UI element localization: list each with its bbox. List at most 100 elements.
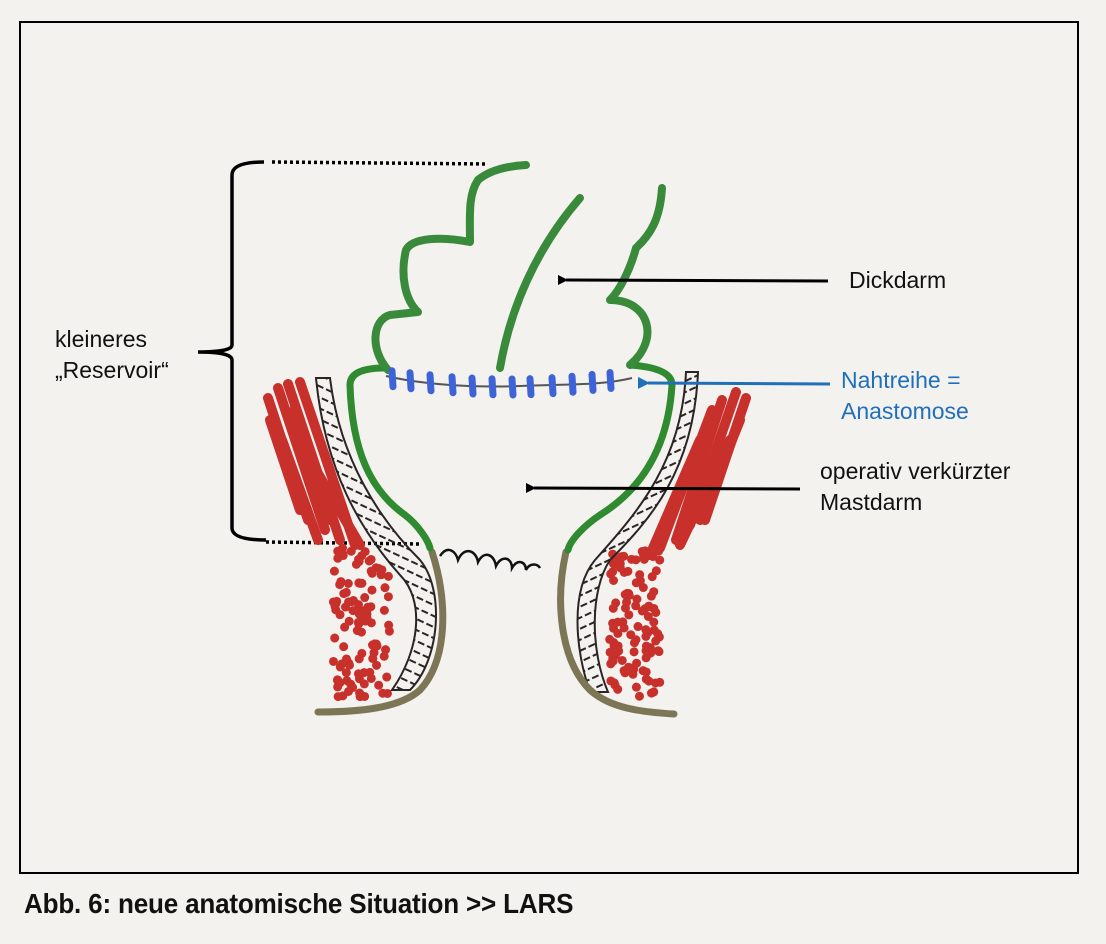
muscle-dot — [376, 570, 386, 580]
rectum-label: operativ verkürzter Mastdarm — [820, 456, 1010, 518]
muscle-dot — [620, 668, 630, 678]
anastomosis-arrow — [637, 376, 831, 389]
muscle-dot — [611, 559, 621, 569]
muscle-dot — [384, 620, 394, 630]
muscle-dot — [609, 576, 619, 586]
muscle-dot — [364, 556, 374, 566]
muscle-dot — [352, 626, 362, 636]
muscle-dot — [365, 667, 375, 677]
muscle-dot — [379, 605, 389, 615]
anastomosis-label: Nahtreihe = Anastomose — [841, 365, 969, 427]
muscle-dot — [641, 674, 651, 684]
colon-wall — [371, 161, 666, 374]
muscle-dot — [346, 679, 356, 689]
muscle-dot — [613, 684, 623, 694]
muscle-dot — [634, 691, 644, 701]
muscle-dot — [639, 551, 649, 561]
muscle-dot — [605, 647, 615, 657]
rectum-arrow — [525, 482, 801, 493]
rectum-wall — [346, 361, 676, 554]
muscle-dot — [348, 606, 358, 616]
muscle-dot — [383, 592, 393, 602]
muscle-dot — [329, 566, 339, 576]
left-mucosa-strip — [314, 377, 437, 691]
muscle-dot — [353, 600, 363, 610]
muscle-dot — [654, 647, 664, 657]
anastomosis-label-line2: Anastomose — [841, 398, 969, 424]
muscle-dot — [606, 676, 616, 686]
muscle-dot — [344, 597, 354, 607]
muscle-dot — [623, 566, 633, 576]
muscle-dot — [631, 682, 641, 692]
reservoir-label-line2: „Reservoir“ — [55, 357, 169, 383]
muscle-dot — [367, 585, 377, 595]
muscle-dot — [359, 679, 369, 689]
muscle-dot — [357, 610, 367, 620]
suture-stitch — [468, 374, 477, 398]
muscle-dot — [613, 628, 623, 638]
muscle-dot — [629, 647, 639, 657]
muscle-dot — [366, 618, 376, 628]
muscle-dot — [355, 578, 365, 588]
muscle-dot — [643, 627, 653, 637]
suture-stitch — [426, 371, 435, 395]
muscle-dot — [353, 617, 363, 627]
suture-stitch — [568, 372, 577, 396]
right-mucosa-strip — [576, 371, 700, 693]
muscle-dot — [378, 688, 388, 698]
muscle-dot — [605, 634, 615, 644]
muscle-dot — [335, 662, 345, 672]
rectum-label-line1: operativ verkürzter — [820, 458, 1011, 484]
muscle-dot — [624, 610, 634, 620]
muscle-dot — [631, 578, 641, 588]
muscle-dot — [622, 588, 632, 598]
anal-canal — [314, 548, 678, 718]
suture-stitch — [548, 374, 557, 398]
muscle-dot — [638, 583, 648, 593]
colon-arrow — [557, 274, 829, 285]
muscle-dot — [380, 583, 390, 593]
muscle-dot — [628, 669, 638, 679]
muscle-dot — [357, 648, 367, 658]
muscle-dot — [343, 579, 353, 589]
muscle-dot — [645, 643, 655, 653]
figure-caption: Abb. 6: neue anatomische Situation >> LA… — [24, 888, 574, 919]
muscle-dot — [374, 680, 384, 690]
reservoir-label: kleineres „Reservoir“ — [55, 324, 169, 386]
muscle-dot — [641, 653, 651, 663]
rectum-label-line2: Mastdarm — [820, 489, 923, 515]
muscle-dot — [372, 660, 382, 670]
muscle-dot — [342, 654, 352, 664]
muscle-dot — [649, 587, 659, 597]
left-muscle-dots — [328, 543, 394, 702]
muscle-dot — [655, 555, 665, 565]
muscle-dot — [655, 677, 665, 687]
muscle-dot — [382, 672, 392, 682]
muscle-dot — [647, 572, 657, 582]
muscle-dot — [330, 601, 340, 611]
figure-frame — [19, 21, 1079, 874]
muscle-dot — [355, 692, 365, 702]
muscle-dot — [328, 656, 338, 666]
muscle-dot — [644, 601, 654, 611]
muscle-dot — [369, 648, 379, 658]
muscle-dot — [330, 633, 340, 643]
muscle-dot — [335, 678, 345, 688]
muscle-dot — [340, 622, 350, 632]
muscle-dot — [627, 554, 637, 564]
anastomosis-label-line1: Nahtreihe = — [841, 367, 961, 393]
muscle-dot — [653, 629, 663, 639]
muscle-dot — [333, 553, 343, 563]
muscle-dot — [354, 554, 364, 564]
suture-stitch — [508, 375, 517, 399]
muscle-dot — [651, 546, 661, 556]
muscle-dot — [367, 568, 377, 578]
muscle-dot — [370, 639, 380, 649]
muscle-dot — [622, 597, 632, 607]
left-sphincter-muscle — [263, 377, 365, 550]
muscle-dot — [339, 589, 349, 599]
muscle-dot — [346, 546, 356, 556]
muscle-dot — [643, 611, 653, 621]
muscle-dot — [618, 617, 628, 627]
